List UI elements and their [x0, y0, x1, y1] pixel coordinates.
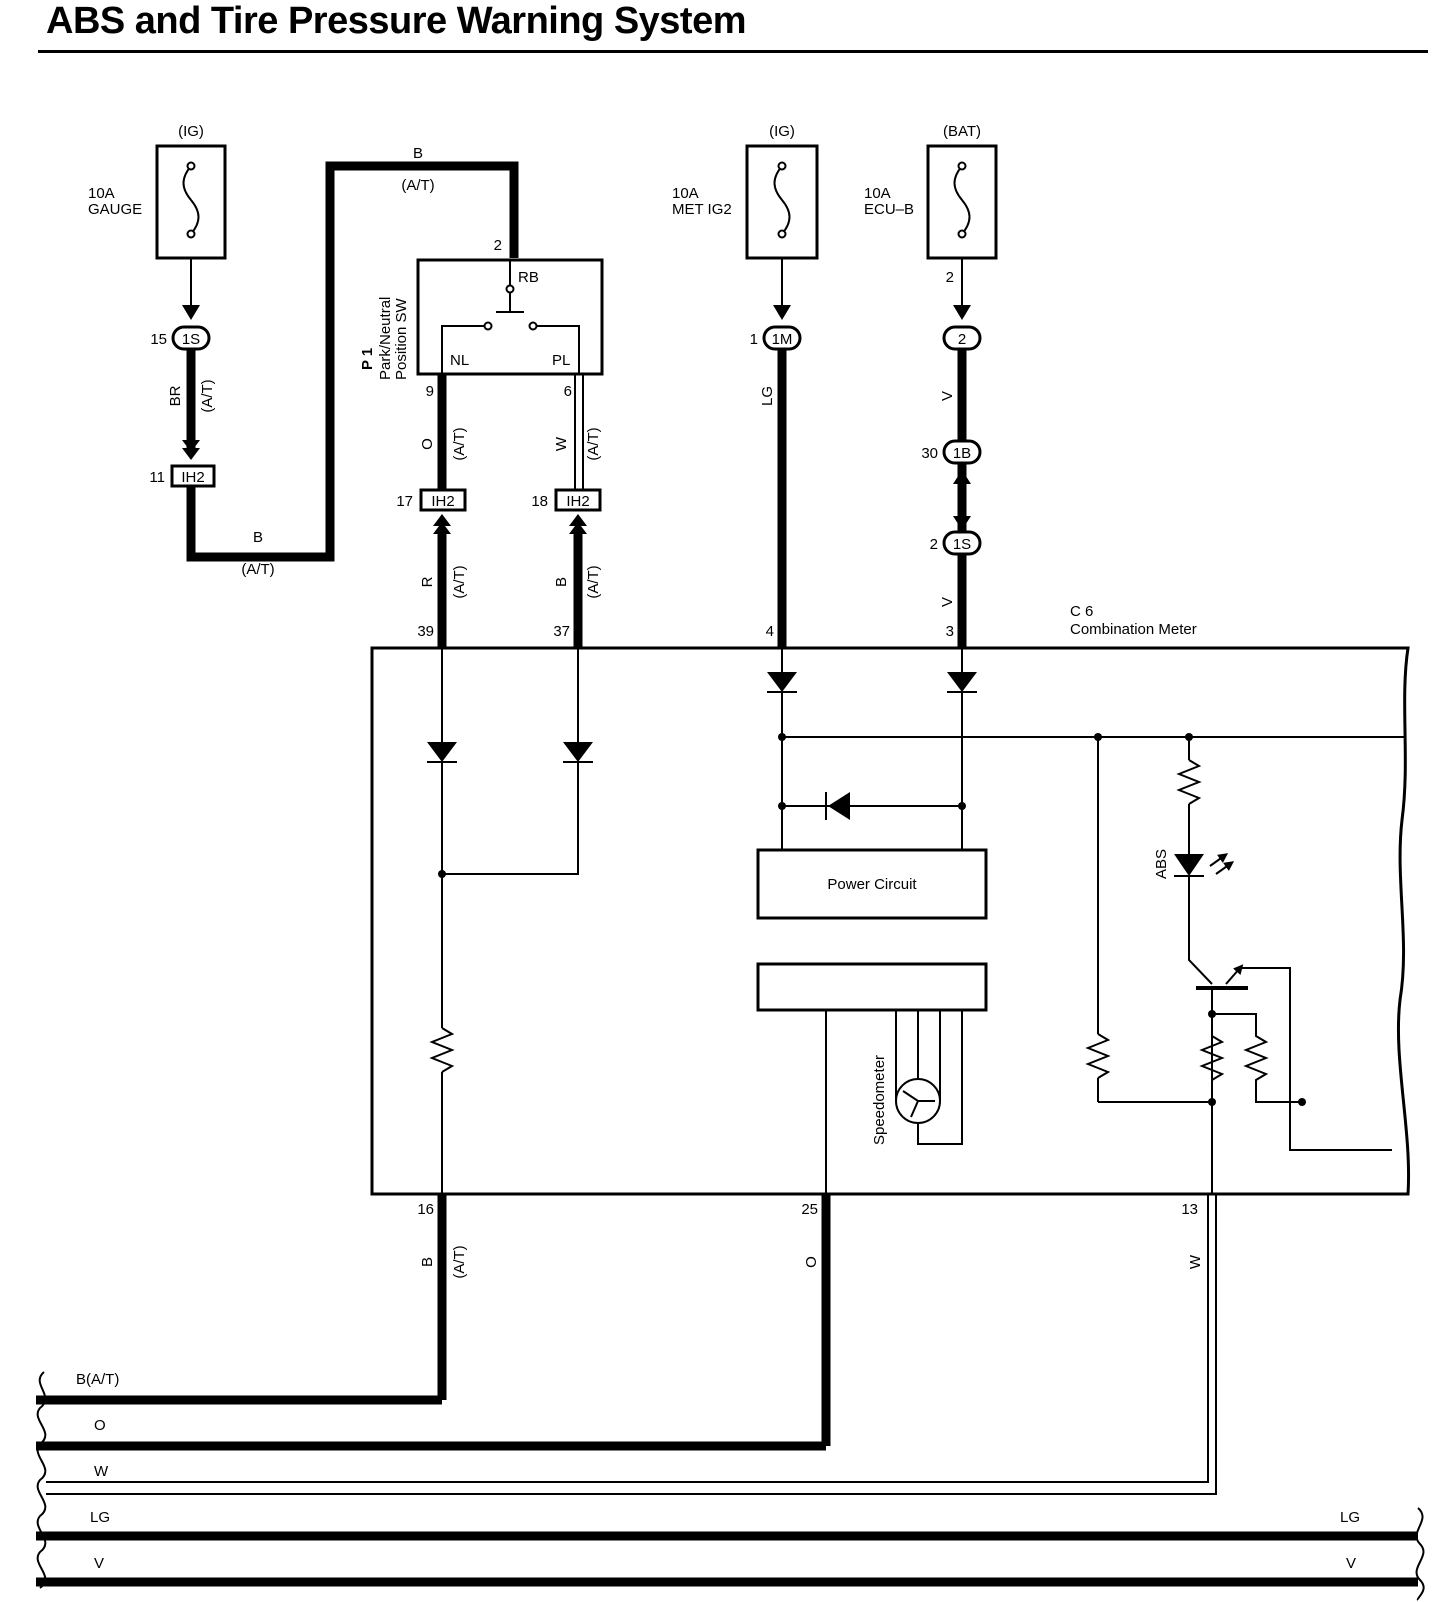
wire-br-label: BR	[167, 385, 184, 406]
wire-w-at-label: (A/T)	[585, 427, 602, 460]
fuse-met-ig2-source: (IG)	[769, 123, 795, 140]
connector-ih2-17: IH2 17	[396, 488, 467, 512]
wire-b-low-label: B	[253, 529, 263, 546]
bus-w-label: W	[94, 1463, 109, 1480]
abs-indicator-circuit: ABS	[1085, 733, 1392, 1194]
connector-ih2-18: IH2 18	[531, 488, 602, 512]
connector-1s-upper-label: 1S	[182, 331, 200, 348]
switch-pin-nl: 9	[426, 383, 434, 400]
wire-b16-label: B	[419, 1257, 436, 1267]
bus-v-right-label: V	[1346, 1555, 1356, 1572]
power-input-circuit	[767, 648, 1404, 850]
wire-b-low-at-label: (A/T)	[241, 561, 274, 578]
bus-wires: B(A/T) O W LG LG V V	[36, 1371, 1425, 1601]
bus-o-label: O	[94, 1417, 106, 1434]
connector-1s-lower-pin: 2	[930, 536, 938, 553]
fuse-gauge-source: (IG)	[178, 123, 204, 140]
wire-w-label: W	[553, 436, 570, 451]
park-neutral-input-circuit	[427, 648, 593, 1194]
connector-1s-upper-pin: 15	[150, 331, 167, 348]
wire-w13-label: W	[1187, 1254, 1204, 1269]
wire-o-at-label: (A/T)	[451, 427, 468, 460]
fuse-gauge-rating: 10A	[88, 185, 115, 202]
connector-ih2-17-label: IH2	[431, 493, 454, 510]
fuse-met-ig2-rating: 10A	[672, 185, 699, 202]
connector-1m-pin: 1	[750, 331, 758, 348]
fuse-met-ig2: (IG) 10A MET IG2	[672, 123, 819, 260]
fuse-met-ig2-name: MET IG2	[672, 201, 732, 218]
fuse-ecu-b-pin: 2	[946, 269, 954, 286]
fuse-ecu-b: (BAT) 10A ECU–B 2	[864, 123, 998, 286]
connector-2: 2	[942, 325, 982, 351]
connector-ih2-18-pin: 18	[531, 493, 548, 510]
power-circuit-label: Power Circuit	[827, 876, 917, 893]
meter-pin-4: 4	[766, 623, 774, 640]
wire-r-at-label: (A/T)	[451, 565, 468, 598]
wire-b16-at-label: (A/T)	[451, 1245, 468, 1278]
wire-v1-label: V	[939, 391, 956, 401]
switch-name-2: Position SW	[393, 297, 410, 380]
meter-pin-16: 16	[417, 1201, 434, 1218]
connector-ih2-11-label: IH2	[181, 469, 204, 486]
connector-ih2-17-pin: 17	[396, 493, 413, 510]
fuse-ecu-b-source: (BAT)	[943, 123, 981, 140]
page-title: ABS and Tire Pressure Warning System	[46, 0, 747, 42]
park-neutral-switch: 2 RB NL PL P 1 Park/Neutral Position SW …	[359, 237, 604, 400]
bus-b-at-label: B(A/T)	[76, 1371, 119, 1388]
bus-v-label: V	[94, 1555, 104, 1572]
bus-lg-right-label: LG	[1340, 1509, 1360, 1526]
connector-1s-lower-label: 1S	[953, 536, 971, 553]
switch-pin-pl: 6	[564, 383, 572, 400]
connector-1m-label: 1M	[772, 331, 793, 348]
fuse-ecu-b-name: ECU–B	[864, 201, 914, 218]
wire-top-b-label: B	[413, 145, 423, 162]
connector-ih2-11-pin: 11	[149, 469, 165, 486]
meter-name: Combination Meter	[1070, 621, 1197, 638]
connector-ih2-11: IH2 11	[149, 464, 216, 488]
power-circuit-block: Power Circuit	[756, 848, 988, 920]
speedometer-label: Speedometer	[871, 1055, 888, 1145]
meter-pin-3: 3	[946, 623, 954, 640]
connector-1s-upper: 1S 15	[150, 325, 211, 351]
connector-2-label: 2	[958, 331, 966, 348]
abs-label: ABS	[1153, 849, 1170, 879]
connector-1b-label: 1B	[953, 445, 971, 462]
meter-ref: C 6	[1070, 603, 1093, 620]
wire-r-label: R	[419, 576, 436, 587]
bus-lg-label: LG	[90, 1509, 110, 1526]
meter-pin-25: 25	[801, 1201, 818, 1218]
connector-1b-pin: 30	[921, 445, 938, 462]
wire-br-at-label: (A/T)	[199, 379, 216, 412]
speedometer-block: Speedometer	[756, 962, 988, 1194]
wire-v2-label: V	[939, 597, 956, 607]
switch-ref: P 1	[359, 348, 376, 370]
connector-1s-lower: 1S 2	[930, 530, 982, 556]
wire-b37-label: B	[553, 577, 570, 587]
switch-name-1: Park/Neutral	[377, 297, 394, 380]
fuse-gauge: (IG) 10A GAUGE	[88, 123, 227, 260]
meter-pin-13: 13	[1181, 1201, 1198, 1218]
meter-pin-39: 39	[417, 623, 434, 640]
wire-o-label: O	[419, 438, 436, 450]
switch-rb-label: RB	[518, 269, 539, 286]
wire-top-at-label: (A/T)	[401, 177, 434, 194]
connector-ih2-18-label: IH2	[566, 493, 589, 510]
switch-pin-rb: 2	[494, 237, 502, 254]
connector-1b: 1B 30	[921, 439, 982, 465]
fuse-ecu-b-rating: 10A	[864, 185, 891, 202]
wire-o25-label: O	[803, 1256, 820, 1268]
meter-pin-37: 37	[553, 623, 570, 640]
fuse-gauge-name: GAUGE	[88, 201, 142, 218]
wire-b37-at-label: (A/T)	[585, 565, 602, 598]
combination-meter: C 6 Combination Meter 39 37 4 3 16 25 13	[370, 603, 1411, 1218]
switch-pl-label: PL	[552, 352, 570, 369]
wire-lg-label: LG	[759, 386, 776, 406]
connector-1m: 1M 1	[750, 325, 802, 351]
title-rule	[38, 50, 1428, 53]
switch-nl-label: NL	[450, 352, 469, 369]
